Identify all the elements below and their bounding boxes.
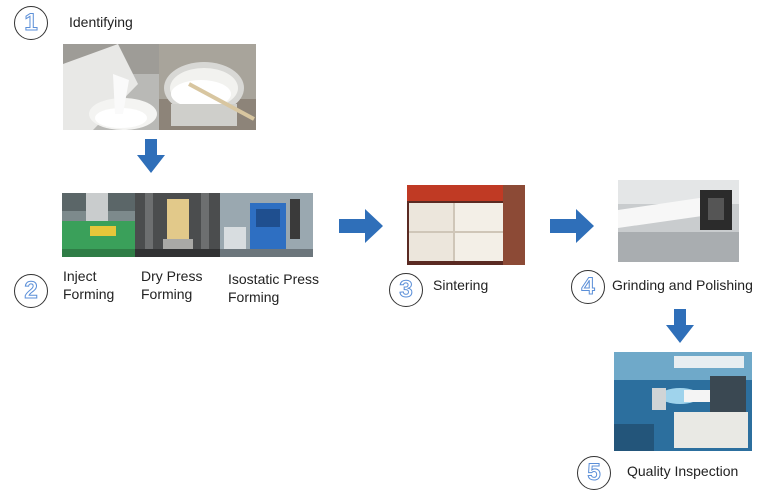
photo-powder-pouring <box>63 44 159 130</box>
photo-isostatic-press-forming <box>220 193 313 257</box>
step-2-label-isostatic: Isostatic Press Forming <box>228 271 320 305</box>
photo-grinding-machine <box>618 180 739 262</box>
step-3-label: Sintering <box>433 277 489 293</box>
step-1-number: 1 <box>14 6 48 40</box>
step-3-number: 3 <box>389 273 423 307</box>
step-2-number: 2 <box>14 274 48 308</box>
step-2-label-dry-press: Dry Press Forming <box>141 268 203 302</box>
step-4-label: Grinding and Polishing <box>612 277 753 293</box>
step-1-label: Identifying <box>69 14 133 30</box>
step-5-label: Quality Inspection <box>627 463 739 479</box>
photo-sintering-kiln <box>407 185 525 265</box>
photo-quality-inspection <box>614 352 752 451</box>
photo-dry-press-forming <box>135 193 220 257</box>
arrow-right-1 <box>339 209 383 243</box>
step-5-number: 5 <box>577 456 611 490</box>
step-2-label-inject: Inject Forming <box>63 268 115 302</box>
step-4-number: 4 <box>571 270 605 304</box>
arrow-right-2 <box>550 209 594 243</box>
photo-slurry-mixing <box>159 44 256 130</box>
photo-inject-forming <box>62 193 135 257</box>
arrow-down-1 <box>137 139 165 173</box>
arrow-down-2 <box>666 309 694 343</box>
